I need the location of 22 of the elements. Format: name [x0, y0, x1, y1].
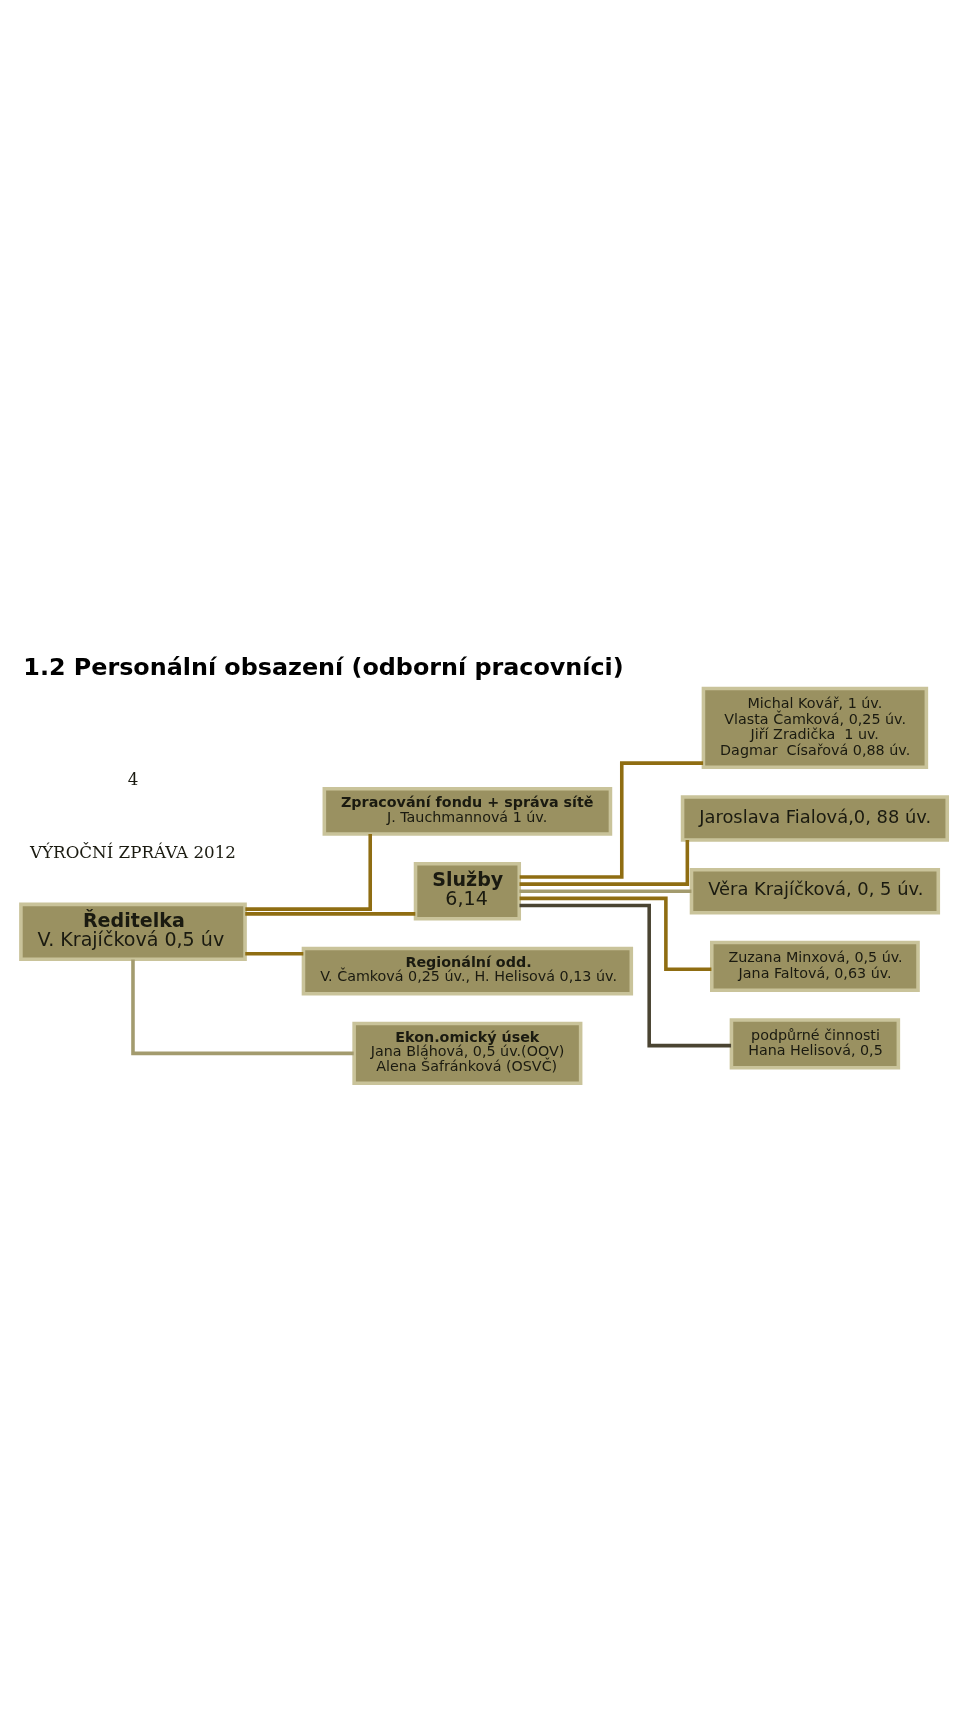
node-box: Ekon.omický úsek Jana Bláhová, 0,5 úv.(OOV) Alena Šafránková (OSVČ) [351, 1021, 582, 1085]
connector [518, 889, 691, 894]
label: 4 [127, 769, 138, 789]
node-box: Jaroslava Fialová,0, 88 úv. [680, 795, 949, 842]
label: VÝROČNÍ ZPRÁVA 2012 [29, 842, 236, 862]
connector [244, 912, 415, 916]
connector [519, 840, 689, 886]
node-box: Ředitelka V. Krajíčková 0,5 úv [18, 902, 247, 961]
node-box: Regionální odd. V. Čamková 0,25 úv., H. Helisová 0,13 úv. [301, 946, 633, 996]
connector [519, 896, 711, 972]
node-box: Zpracování fondu + správa sítě J. Tauchmannová 1 úv. [322, 786, 612, 836]
connector [519, 903, 731, 1048]
connector [244, 952, 303, 956]
connector [244, 834, 372, 911]
connector [519, 761, 703, 879]
node-box: Věra Krajíčková, 0, 5 úv. [689, 868, 940, 915]
node-box: podpůrné činnosti Hana Helisová, 0,5 [729, 1018, 900, 1070]
connector [130, 959, 354, 1056]
node-box: Zuzana Minxová, 0,5 úv. Jana Faltová, 0,63 úv. [709, 940, 920, 992]
node-box: Michal Kovář, 1 úv. Vlasta Čamková, 0,25 úv. Jiří Zradička 1 uv. Dagmar Císařová 0,88 úv. [701, 686, 928, 770]
node-box: Služby 6,14 [413, 862, 521, 921]
diagram-title: 1.2 Personální obsazení (odborní pracovníci) [22, 653, 624, 682]
